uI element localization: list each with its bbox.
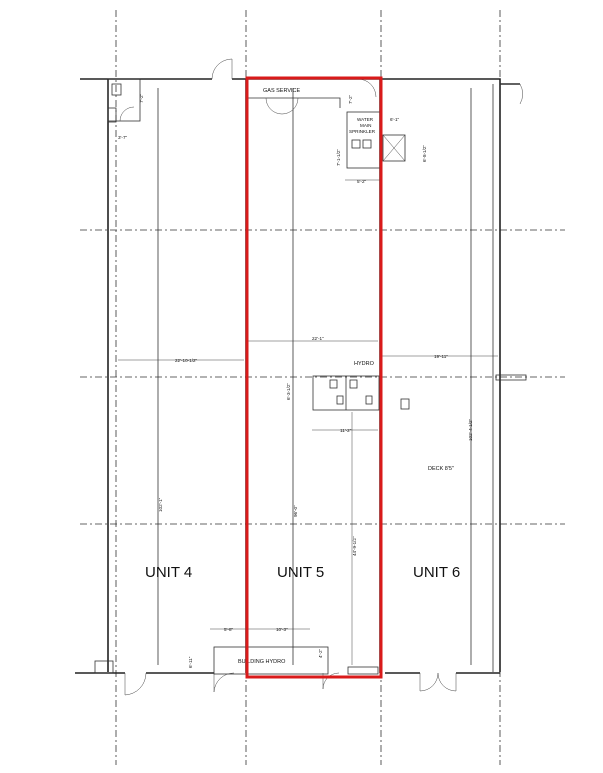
dim-5-8: 5'-8" — [224, 627, 234, 632]
gas-room-door-icon — [265, 97, 299, 115]
bottom-doors — [124, 672, 457, 696]
gas-room-corner-door-icon — [357, 78, 377, 98]
long-dimensions: 102'-4-1/2" 102'-1" 96'-0" 44'-9-1/2" DE… — [158, 412, 473, 665]
unit-6-label: UNIT 6 — [413, 564, 460, 581]
bottom-area: 5'-8" 10'-3" BUILDING HYDRO 6'-11" 4'-2" — [94, 627, 379, 675]
building-hydro-label: BUILDING HYDRO — [238, 659, 286, 665]
door-swing-icon — [119, 106, 135, 122]
dim-22-1: 22'-1" — [312, 336, 324, 341]
exterior-walls — [75, 78, 520, 674]
water-label: WATER — [357, 117, 374, 122]
dim-11-2: 11'-2" — [340, 428, 352, 433]
dim-7-2-right: 7'-2" — [348, 94, 353, 104]
side-window-icon — [495, 374, 527, 381]
wall-top — [80, 78, 501, 84]
dim-6-3: 6'-3-1/2" — [286, 383, 291, 400]
sprinkler-label: SPRINKLER — [349, 129, 376, 134]
washroom-box — [107, 78, 141, 122]
riser-cross-icon — [382, 134, 406, 162]
dim-19-11: 19'-11" — [434, 354, 448, 359]
dim-6-11: 6'-11" — [188, 656, 193, 668]
dim-102-1: 102'-1" — [158, 497, 163, 512]
dim-102-4: 102'-4-1/2" — [468, 418, 473, 441]
valve-icon — [362, 139, 372, 149]
hydro-label: HYDRO — [354, 361, 375, 367]
sink-b-icon — [365, 395, 373, 405]
dim-7-2-top: 7'-2" — [139, 93, 144, 103]
toilet-a-icon — [329, 379, 338, 389]
dim-6-1: 6'-1" — [390, 117, 400, 122]
sink-icon — [107, 107, 117, 123]
deck-label: DECK 8'5" — [428, 466, 454, 472]
toilet-b-icon — [349, 379, 358, 389]
dim-5-2: 5'-2" — [357, 179, 367, 184]
door-top-unit4-icon — [211, 58, 233, 80]
door-bottom-unit5-icon — [322, 672, 340, 690]
bottom-left-fixture-icon — [94, 660, 114, 674]
door-bottom-hydro-icon — [213, 672, 235, 693]
door-bottom-unit6-icon — [419, 672, 457, 692]
gas-service-label: GAS SERVICE — [263, 88, 301, 94]
dim-44-9: 44'-9-1/2" — [352, 536, 357, 556]
pump-icon — [351, 139, 361, 149]
panel-icon — [400, 398, 410, 410]
sink-a-icon — [336, 395, 344, 405]
unit-5-highlight — [245, 76, 383, 679]
riser-box — [382, 134, 406, 162]
dim-3-7: 3'-7" — [118, 135, 128, 140]
unit-4-label: UNIT 4 — [145, 564, 192, 581]
unit-5-label: UNIT 5 — [277, 564, 324, 581]
toilet-icon — [111, 83, 122, 96]
unit-labels: UNIT 4 UNIT 5 UNIT 6 — [145, 564, 460, 581]
gas-room-wall — [248, 97, 341, 108]
washroom-top-left: 7'-2" 3'-7" — [107, 78, 144, 140]
dim-4-2: 4'-2" — [318, 648, 323, 658]
bottom-door-frame — [347, 666, 379, 675]
building-hydro-room — [213, 646, 329, 675]
dim-7-1: 7'-1-1/2" — [336, 149, 341, 166]
gas-service-room: GAS SERVICE 7'-2" — [248, 78, 377, 115]
mid-dimensions: 22'-1" 22'-10-1/2" 19'-11" HYDRO — [118, 336, 498, 367]
main-label: MAIN — [360, 123, 371, 128]
dim-10-3: 10'-3" — [276, 627, 288, 632]
mid-washrooms: 6'-3-1/2" 11'-2" — [286, 375, 410, 433]
door-bottom-unit4-icon — [124, 672, 147, 696]
door-top-right-icon — [500, 83, 523, 105]
dim-22-10: 22'-10-1/2" — [175, 358, 198, 363]
dim-96-0: 96'-0" — [293, 505, 298, 517]
dim-6-8-half: 6'-8-1/2" — [422, 145, 427, 162]
